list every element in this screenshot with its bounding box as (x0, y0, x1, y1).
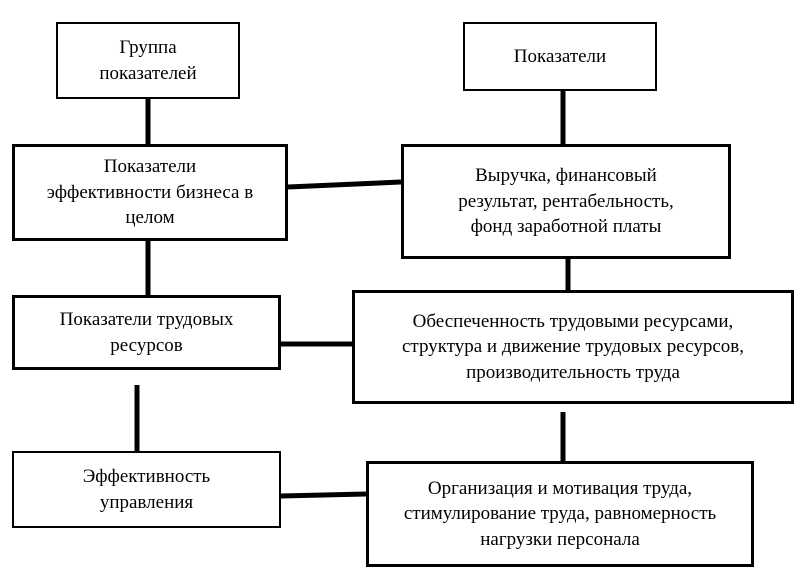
labor-organization-box: Организация и мотивация труда, стимулиро… (366, 461, 754, 567)
revenue-results-label: Выручка, финансовый результат, рентабель… (458, 165, 674, 238)
group-header-label: Группа показателей (99, 36, 197, 84)
labor-resources-label: Показатели трудовых ресурсов (59, 308, 234, 356)
labor-organization-label: Организация и мотивация труда, стимулиро… (403, 477, 717, 550)
group-header-box: Группа показателей (56, 22, 240, 99)
business-efficiency-label: Показатели эффективности бизнеса в целом (46, 156, 254, 229)
indicators-header-box: Показатели (463, 22, 657, 91)
management-efficiency-box: Эффективность управления (12, 451, 281, 528)
indicators-header-label: Показатели (513, 45, 607, 67)
labor-supply-label: Обеспеченность трудовыми ресурсами, стру… (402, 310, 744, 383)
connector-row-4 (280, 491, 367, 499)
management-efficiency-label: Эффективность управления (82, 465, 211, 513)
labor-supply-box: Обеспеченность трудовыми ресурсами, стру… (352, 290, 794, 404)
revenue-results-box: Выручка, финансовый результат, рентабель… (401, 144, 731, 259)
connector-row-2 (287, 179, 402, 190)
business-efficiency-box: Показатели эффективности бизнеса в целом (12, 144, 288, 241)
labor-resources-box: Показатели трудовых ресурсов (12, 295, 281, 370)
